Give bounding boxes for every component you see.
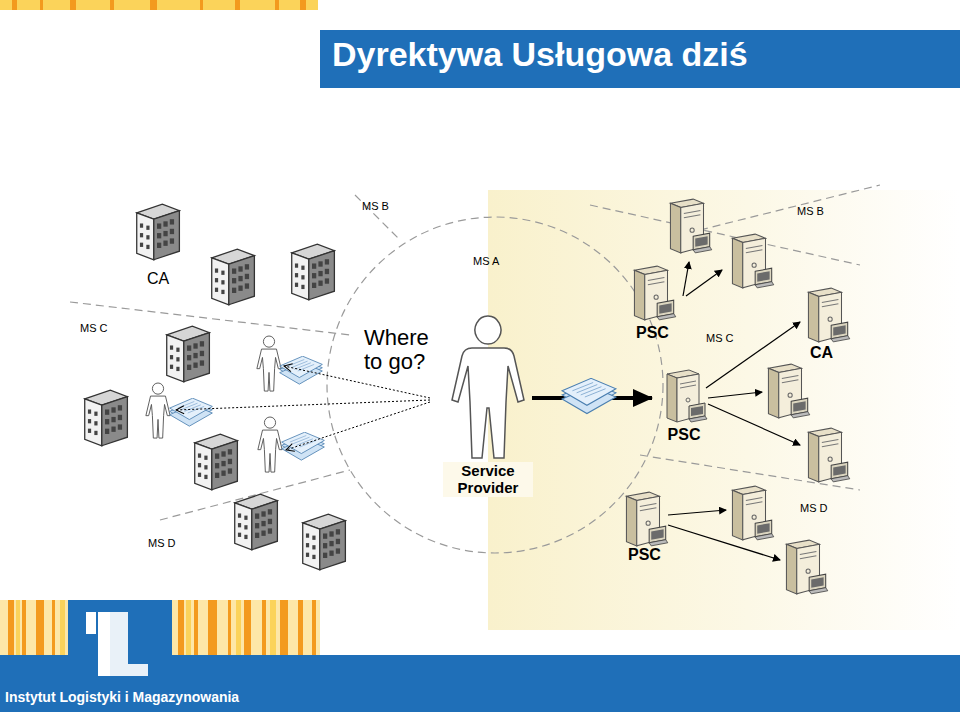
query-arrows [176, 366, 430, 450]
authority-label: CA [810, 344, 833, 362]
person-icon [448, 312, 528, 462]
slide-title: Dyrektywa Usługowa dziś [332, 36, 748, 73]
psc-label: PSC [636, 324, 669, 342]
member-state-label: MS B [362, 200, 389, 212]
officials [146, 336, 324, 472]
top-stripes [0, 0, 318, 10]
application-documents [562, 378, 616, 413]
member-state-label: MS B [797, 205, 824, 217]
server-arrows [668, 262, 800, 560]
node-text: PSC [652, 426, 716, 444]
sector-lines [70, 185, 880, 553]
member-state-label: MS D [148, 537, 176, 549]
server-icon [658, 366, 710, 426]
psc-band [488, 190, 960, 630]
service-provider-figure: Service Provider [438, 312, 538, 497]
authority-buildings [85, 204, 346, 569]
member-state-label: MS D [800, 502, 828, 514]
member-state-label: MS C [706, 332, 734, 344]
psc-servers [626, 199, 849, 594]
institute-logo [68, 600, 172, 688]
member-state-label: MS C [80, 322, 108, 334]
psc-label: PSC [628, 546, 661, 564]
question-label: Where to go? [364, 326, 444, 374]
authority-label: CA [147, 270, 169, 288]
node-text: Service Provider [443, 462, 533, 497]
member-state-label: MS A [473, 255, 499, 267]
server-node: PSC [652, 366, 716, 444]
title-bar [320, 30, 960, 88]
institute-name: Instytut Logistyki i Magazynowania [5, 690, 239, 705]
